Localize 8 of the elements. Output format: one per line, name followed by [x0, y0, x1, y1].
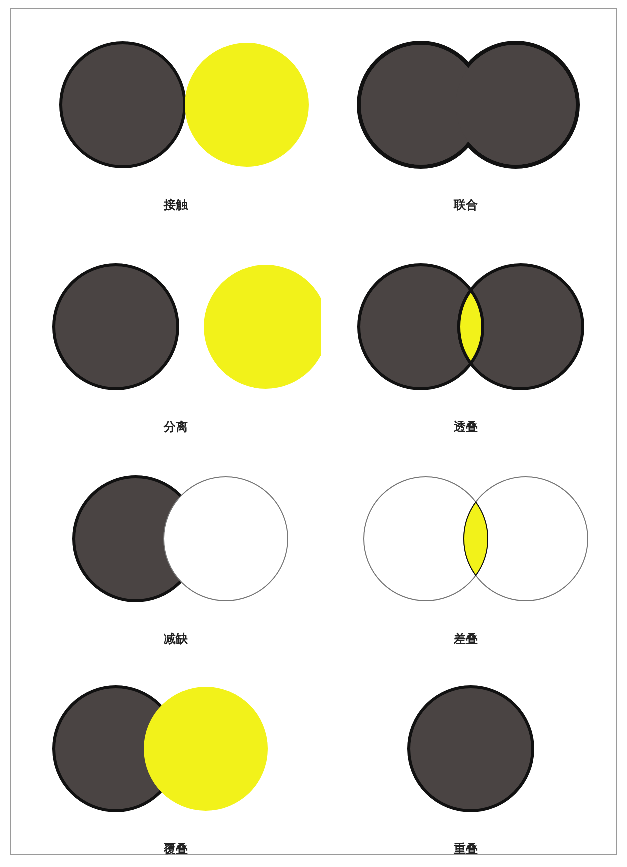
caption: 重叠 [453, 841, 479, 858]
caption: 减缺 [163, 631, 189, 648]
caption: 覆叠 [163, 841, 189, 858]
caption: 联合 [452, 197, 479, 214]
caption: 透叠 [453, 419, 479, 436]
caption: 差叠 [452, 631, 479, 648]
caption: 分离 [162, 419, 189, 436]
caption: 接触 [162, 197, 190, 214]
